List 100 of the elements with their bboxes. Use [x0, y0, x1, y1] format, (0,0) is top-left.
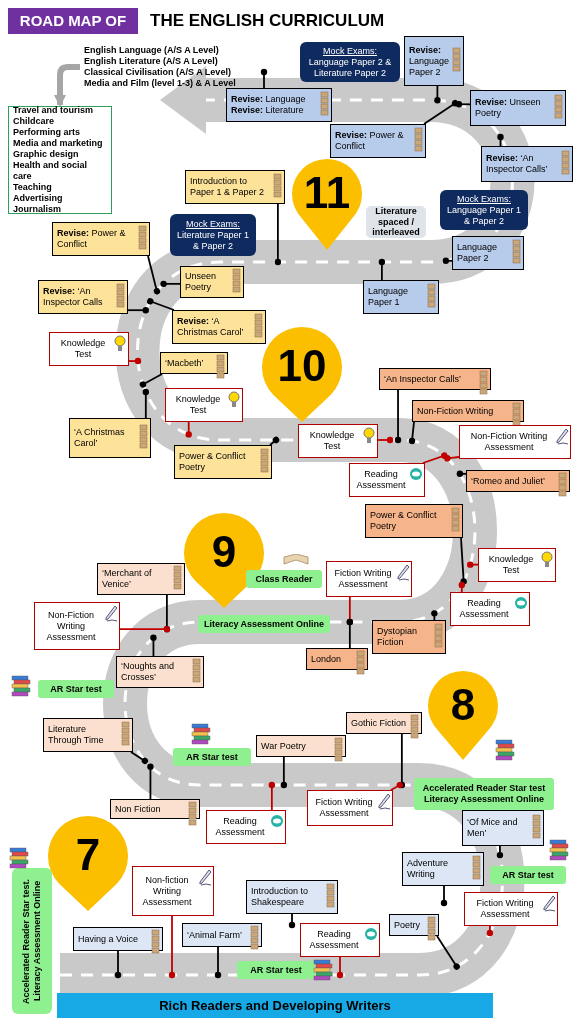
box-label: Introduction to Paper 1 & Paper 2 [190, 176, 266, 198]
box-label: Classical Civilisation (A/S A Level) [84, 67, 232, 78]
pin-line [408, 421, 416, 445]
pin-line [455, 101, 471, 108]
pin-line [496, 845, 504, 859]
box-label: Dystopian Fiction [377, 626, 419, 648]
box-label: ‘An Inspector Calls’ [384, 373, 463, 385]
box-label: Teaching [13, 182, 53, 193]
test-badge [38, 680, 114, 698]
box-label: ‘Romeo and Juliet’ [471, 475, 547, 487]
assessment-box [34, 602, 120, 650]
banner [57, 993, 493, 1018]
topic-box [38, 280, 128, 314]
pin-line [423, 99, 459, 125]
pin-line [147, 763, 154, 800]
pin-line [442, 257, 453, 264]
pin-line [378, 258, 386, 281]
pin-line [142, 388, 149, 419]
box-label: Adventure Writing [407, 858, 450, 880]
box-heading: Mock Exams: [456, 193, 512, 205]
box-label: Power & Conflict Poetry [179, 451, 247, 473]
box-label: ‘Animal Farm’ [187, 929, 243, 941]
pin-line [147, 255, 161, 295]
topic-box [470, 90, 566, 126]
pin-line [114, 950, 122, 979]
topic-box [462, 810, 544, 846]
pin-line [460, 537, 467, 585]
pin-line [288, 913, 296, 929]
box-label: Performing arts [13, 127, 82, 138]
box-label: Revise: ‘An Inspector Calls’ [486, 153, 549, 175]
box-label: Revise: Language [231, 94, 307, 105]
pin-line [444, 455, 460, 462]
year-number: 10 [276, 340, 328, 392]
box-label: Class Reader [254, 573, 314, 585]
box-label: Literature Through Time [48, 724, 105, 746]
assessment-box [49, 332, 129, 366]
box-label: English Literature (A/S A Level) [84, 56, 219, 67]
pin-line [431, 610, 438, 621]
box-label: Non-Fiction Writing [417, 405, 495, 417]
assessment-box [464, 892, 558, 926]
box-label: Childcare [13, 116, 55, 127]
pin-line [434, 85, 441, 104]
pin-line [269, 436, 280, 446]
pin-line [336, 956, 344, 979]
box-label: English Language (A/S A Level) [84, 45, 220, 56]
box-label: Accelerated Reader Star test [421, 783, 547, 794]
year-number: 8 [449, 679, 477, 731]
box-label: Fiction Writing Assessment [314, 797, 374, 819]
box-label: AR Star test [249, 964, 303, 976]
box-label: Health and social care [13, 160, 89, 182]
box-label: Fiction Writing Assessment [333, 568, 393, 590]
topic-box [452, 236, 524, 270]
assessment-box [459, 425, 571, 459]
box-label: Non-fiction Writing Assessment [141, 874, 193, 908]
assessment-box [450, 592, 530, 626]
box-label: Media and marketing [13, 138, 104, 149]
pin-line [127, 307, 149, 314]
box-label: Revise: Language Paper 2 [409, 44, 449, 78]
box-label: Non-Fiction Writing Assessment [45, 609, 97, 643]
box-label: Language Paper 1 [368, 286, 410, 308]
box-label: Literacy Assessment Online [202, 618, 326, 630]
test-badge [414, 778, 554, 810]
year-number: 11 [302, 167, 352, 219]
year-marker [48, 815, 128, 911]
box-label: Revise: ‘A Christmas Carol’ [177, 316, 245, 338]
box-label: Graphic design [13, 149, 80, 160]
box-label: Reading Assessment [458, 598, 510, 620]
pin-line [128, 357, 142, 365]
box-label: Knowledge Test [487, 554, 535, 576]
box-label: Accelerated Reader Star test. [21, 877, 32, 1006]
box-label: AR Star test [501, 869, 555, 881]
box-label: Revise: Power & Conflict [57, 228, 127, 250]
box-label: Fiction Writing Assessment [475, 898, 535, 920]
box-label: Literature Paper 1 & Paper 2 [175, 229, 250, 252]
test-badge [490, 866, 566, 884]
box-label: Knowledge Test [174, 394, 222, 416]
box-label: Reading Assessment [308, 929, 360, 951]
pin-line [456, 470, 467, 477]
pin-line [394, 389, 402, 444]
pin-line [440, 885, 448, 907]
box-label: Reading Assessment [214, 816, 266, 838]
box-label: AR Star test [185, 751, 239, 763]
box-label: Advertising [13, 193, 64, 204]
box-label: Knowledge Test [59, 338, 107, 360]
test-badge [12, 868, 52, 1014]
box-heading: Mock Exams: [322, 45, 378, 57]
box-label: Rich Readers and Developing Writers [158, 997, 392, 1014]
title: ROAD MAP OF [8, 8, 138, 34]
pin-line [497, 133, 504, 147]
pin-line [377, 436, 394, 444]
test-badge [237, 961, 315, 979]
box-label: Non-Fiction Writing Assessment [469, 431, 549, 453]
box-label: Media and Film (level 1-3) & A Level [84, 78, 237, 89]
box-label: Revise: Power & Conflict [335, 130, 405, 152]
box-label: Language Paper 2 [457, 242, 499, 264]
box-label: Revise: Unseen Poetry [475, 97, 542, 119]
pin-line [274, 203, 282, 266]
box-label: ‘A Christmas Carol’ [74, 427, 126, 449]
pin-line [268, 781, 276, 811]
pin-line [486, 925, 494, 937]
